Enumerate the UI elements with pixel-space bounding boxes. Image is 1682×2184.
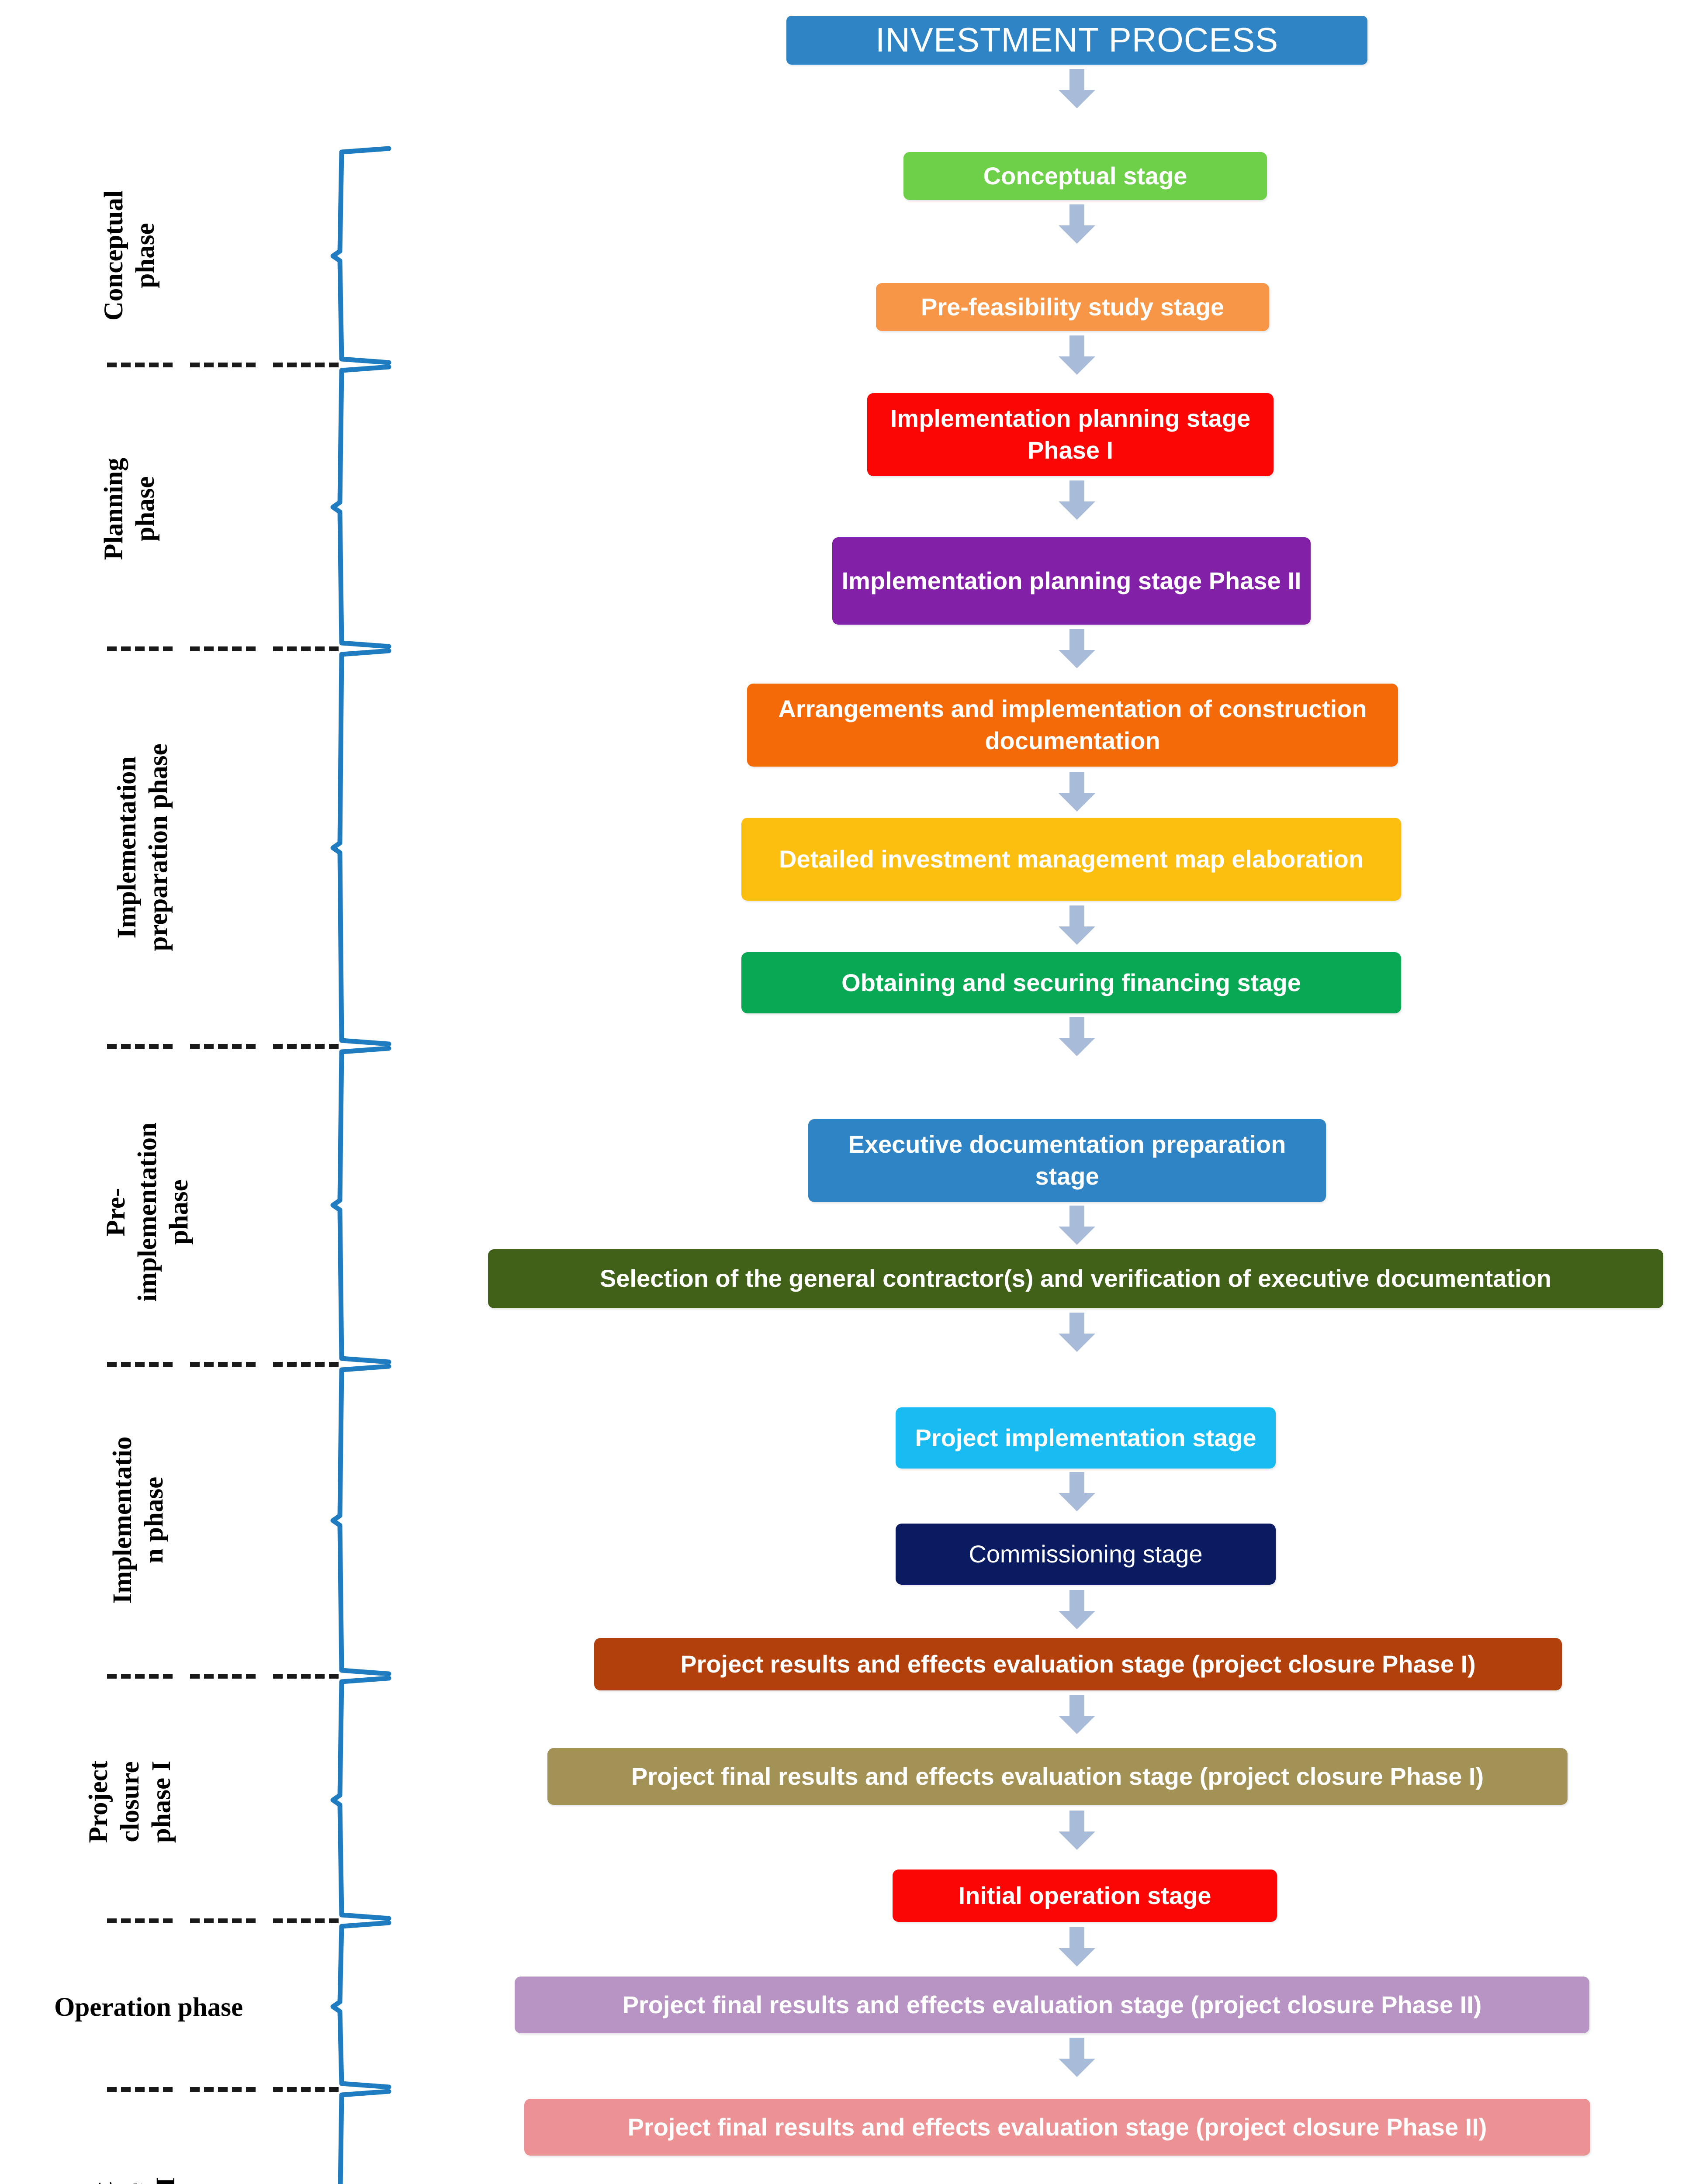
phase-separator — [190, 1044, 256, 1049]
phase-separator — [190, 1362, 256, 1367]
node-initial-operation-stage[interactable]: Initial operation stage — [893, 1870, 1277, 1922]
connector-arrow-12 — [1059, 1590, 1095, 1629]
node-implementation-planning-phase-2[interactable]: Implementation planning stage Phase II — [832, 537, 1311, 625]
connector-arrow-13 — [1059, 1695, 1095, 1734]
connector-arrow-7 — [1059, 905, 1095, 945]
phase-separator — [273, 1044, 339, 1049]
phase-separator — [273, 1674, 339, 1679]
node-conceptual-stage[interactable]: Conceptual stage — [903, 152, 1267, 200]
connector-arrow-5 — [1059, 629, 1095, 668]
node-final-results-closure-1[interactable]: Project final results and effects evalua… — [547, 1748, 1568, 1805]
phase-separator — [107, 1044, 173, 1049]
connector-arrow-9 — [1059, 1206, 1095, 1245]
phase-separator — [107, 363, 173, 367]
brace-implementation — [330, 1364, 391, 1676]
brace-conceptual — [330, 146, 391, 365]
connector-arrow-6 — [1059, 772, 1095, 812]
connector-arrow-2 — [1059, 204, 1095, 244]
phase-separator — [273, 363, 339, 367]
phase-separator — [190, 646, 256, 651]
connector-arrow-8 — [1059, 1017, 1095, 1056]
phase-separator — [273, 646, 339, 651]
phase-separator — [190, 1674, 256, 1679]
phase-separator — [190, 2087, 256, 2092]
phase-bracket-column: Conceptual phase Planning phase Implemen… — [0, 0, 437, 2184]
brace-project-closure-1 — [330, 1676, 391, 1921]
node-financing-stage[interactable]: Obtaining and securing financing stage — [741, 952, 1401, 1013]
brace-planning — [330, 364, 391, 649]
node-commissioning-stage[interactable]: Commissioning stage — [896, 1524, 1276, 1585]
node-final-results-closure-2b[interactable]: Project final results and effects evalua… — [524, 2099, 1590, 2156]
connector-arrow-14 — [1059, 1811, 1095, 1850]
node-general-contractor-selection[interactable]: Selection of the general contractor(s) a… — [488, 1249, 1663, 1308]
brace-operation — [330, 1920, 391, 2090]
phase-brace-group — [330, 146, 391, 2184]
phase-separator — [273, 1918, 339, 1923]
brace-pre-implementation — [330, 1046, 391, 1365]
node-executive-documentation[interactable]: Executive documentation preparation stag… — [808, 1119, 1326, 1202]
phase-label-operation: Operation phase — [54, 1993, 243, 2022]
node-implementation-planning-phase-1[interactable]: Implementation planning stage Phase I — [867, 393, 1274, 476]
connector-arrow-3 — [1059, 335, 1095, 375]
phase-separator — [107, 2087, 173, 2092]
connector-arrow-10 — [1059, 1313, 1095, 1352]
phase-separator — [190, 1918, 256, 1923]
connector-arrow-1 — [1059, 69, 1095, 108]
brace-implementation-preparation — [330, 648, 391, 1047]
connector-arrow-16 — [1059, 2038, 1095, 2077]
phase-separator — [107, 1674, 173, 1679]
node-final-results-closure-2a[interactable]: Project final results and effects evalua… — [515, 1977, 1589, 2033]
brace-project-closure-2 — [338, 2089, 391, 2184]
node-investment-management-map[interactable]: Detailed investment management map elabo… — [741, 818, 1401, 901]
phase-separator — [107, 646, 173, 651]
node-investment-process[interactable]: INVESTMENT PROCESS — [786, 16, 1367, 65]
connector-arrow-15 — [1059, 1927, 1095, 1966]
phase-separator — [107, 1918, 173, 1923]
node-project-implementation-stage[interactable]: Project implementation stage — [896, 1407, 1276, 1469]
node-pre-feasibility-study-stage[interactable]: Pre-feasibility study stage — [876, 283, 1269, 331]
node-results-evaluation-closure-1[interactable]: Project results and effects evaluation s… — [594, 1638, 1562, 1690]
phase-separator — [107, 1362, 173, 1367]
phase-separator — [273, 2087, 339, 2092]
connector-arrow-4 — [1059, 480, 1095, 520]
phase-separator — [273, 1362, 339, 1367]
connector-arrow-11 — [1059, 1472, 1095, 1511]
node-construction-documentation[interactable]: Arrangements and implementation of const… — [747, 684, 1398, 767]
phase-separator — [190, 363, 256, 367]
